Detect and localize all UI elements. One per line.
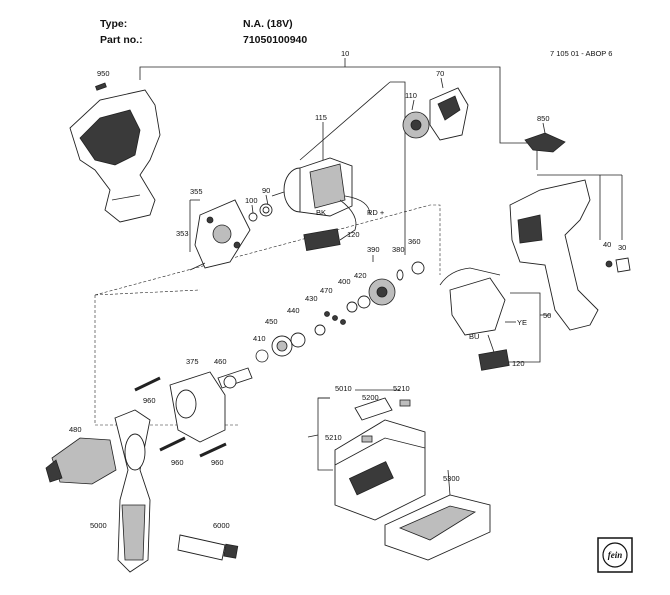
- knob-30: [615, 257, 631, 273]
- washer-400: [346, 301, 358, 313]
- label-400: 400: [338, 277, 351, 286]
- fein-logo-text: fein: [608, 550, 623, 560]
- housing-right-half: [509, 179, 599, 331]
- label-5300: 5300: [443, 474, 460, 483]
- motor-assembly: [271, 157, 371, 251]
- ring-440: [290, 332, 306, 348]
- chuck-480: [45, 437, 117, 485]
- label-rd: RD +: [367, 208, 385, 217]
- latch-5210-b: [361, 435, 373, 443]
- label-950: 950: [97, 69, 110, 78]
- ring-430: [314, 324, 326, 336]
- gear-390: [368, 278, 396, 306]
- label-960-b: 960: [171, 458, 184, 467]
- clip-850: [524, 132, 566, 153]
- label-bk: BK: [316, 208, 326, 217]
- label-375: 375: [186, 357, 199, 366]
- ring-100: [248, 212, 258, 222]
- screw-40: [605, 260, 613, 268]
- label-50: 50: [543, 311, 551, 320]
- bearing-450: [271, 335, 293, 357]
- screw-960-c: [199, 442, 227, 458]
- label-960-c: 960: [211, 458, 224, 467]
- drawing-code: 7 105 01 - ABOP 6: [550, 49, 612, 58]
- screw-960-b: [159, 436, 186, 452]
- label-5010: 5010: [335, 384, 352, 393]
- label-bu: BU: [469, 332, 479, 341]
- part-labels: 10 950 70 110 115 850 355 353 90 100 BK …: [69, 49, 626, 530]
- gear-housing-375: [169, 371, 226, 443]
- label-115: 115: [315, 113, 327, 122]
- label-390: 390: [367, 245, 380, 254]
- label-ye: YE: [517, 318, 527, 327]
- ring-360: [411, 261, 425, 275]
- circlip-410: [255, 349, 269, 363]
- label-850: 850: [537, 114, 550, 123]
- label-70: 70: [436, 69, 444, 78]
- label-90: 90: [262, 186, 270, 195]
- screw-960-a: [134, 376, 161, 392]
- partno-value: 71050100940: [243, 34, 308, 46]
- handle-5200: [354, 397, 393, 421]
- label-5000: 5000: [90, 521, 107, 530]
- cover-70: [429, 87, 469, 141]
- label-120-a: 120: [347, 230, 360, 239]
- label-110: 110: [405, 91, 417, 100]
- type-value: N.A. (18V): [243, 18, 293, 30]
- label-100: 100: [245, 196, 258, 205]
- label-5210-a: 5210: [393, 384, 410, 393]
- label-6000: 6000: [213, 521, 230, 530]
- carry-case-5010: [334, 419, 426, 521]
- label-10: 10: [341, 49, 349, 58]
- label-470: 470: [320, 286, 333, 295]
- pin-353: [189, 262, 206, 271]
- ball-set-470: [324, 311, 346, 325]
- housing-left-half: [69, 89, 161, 223]
- label-410: 410: [253, 334, 266, 343]
- leader-lines: [94, 58, 623, 496]
- side-handle-5000: [114, 409, 151, 573]
- bearing-90: [259, 203, 273, 217]
- label-430: 430: [305, 294, 318, 303]
- ring-380: [396, 269, 404, 281]
- electronics-50: [439, 267, 510, 371]
- insert-5300: [384, 494, 491, 561]
- label-5200: 5200: [362, 393, 379, 402]
- label-40: 40: [603, 240, 611, 249]
- fan-110: [402, 111, 430, 139]
- label-30: 30: [618, 243, 626, 252]
- type-label: Type:: [100, 18, 128, 30]
- screw-950: [95, 82, 107, 91]
- label-420: 420: [354, 271, 367, 280]
- label-120-b: 120: [512, 359, 525, 368]
- label-353: 353: [176, 229, 189, 238]
- spindle-460: [217, 367, 253, 389]
- label-5210-b: 5210: [325, 433, 342, 442]
- label-355: 355: [190, 187, 203, 196]
- clutch-420: [357, 295, 371, 309]
- label-460: 460: [214, 357, 227, 366]
- label-380: 380: [392, 245, 405, 254]
- label-360: 360: [408, 237, 421, 246]
- partno-label: Part no.:: [100, 34, 143, 46]
- label-450: 450: [265, 317, 278, 326]
- fein-logo: fein: [597, 537, 633, 573]
- latch-5210-a: [399, 399, 411, 407]
- grease-tube-6000: [177, 534, 239, 561]
- label-480: 480: [69, 425, 82, 434]
- label-960-a: 960: [143, 396, 156, 405]
- flange-355: [194, 199, 251, 269]
- label-440: 440: [287, 306, 300, 315]
